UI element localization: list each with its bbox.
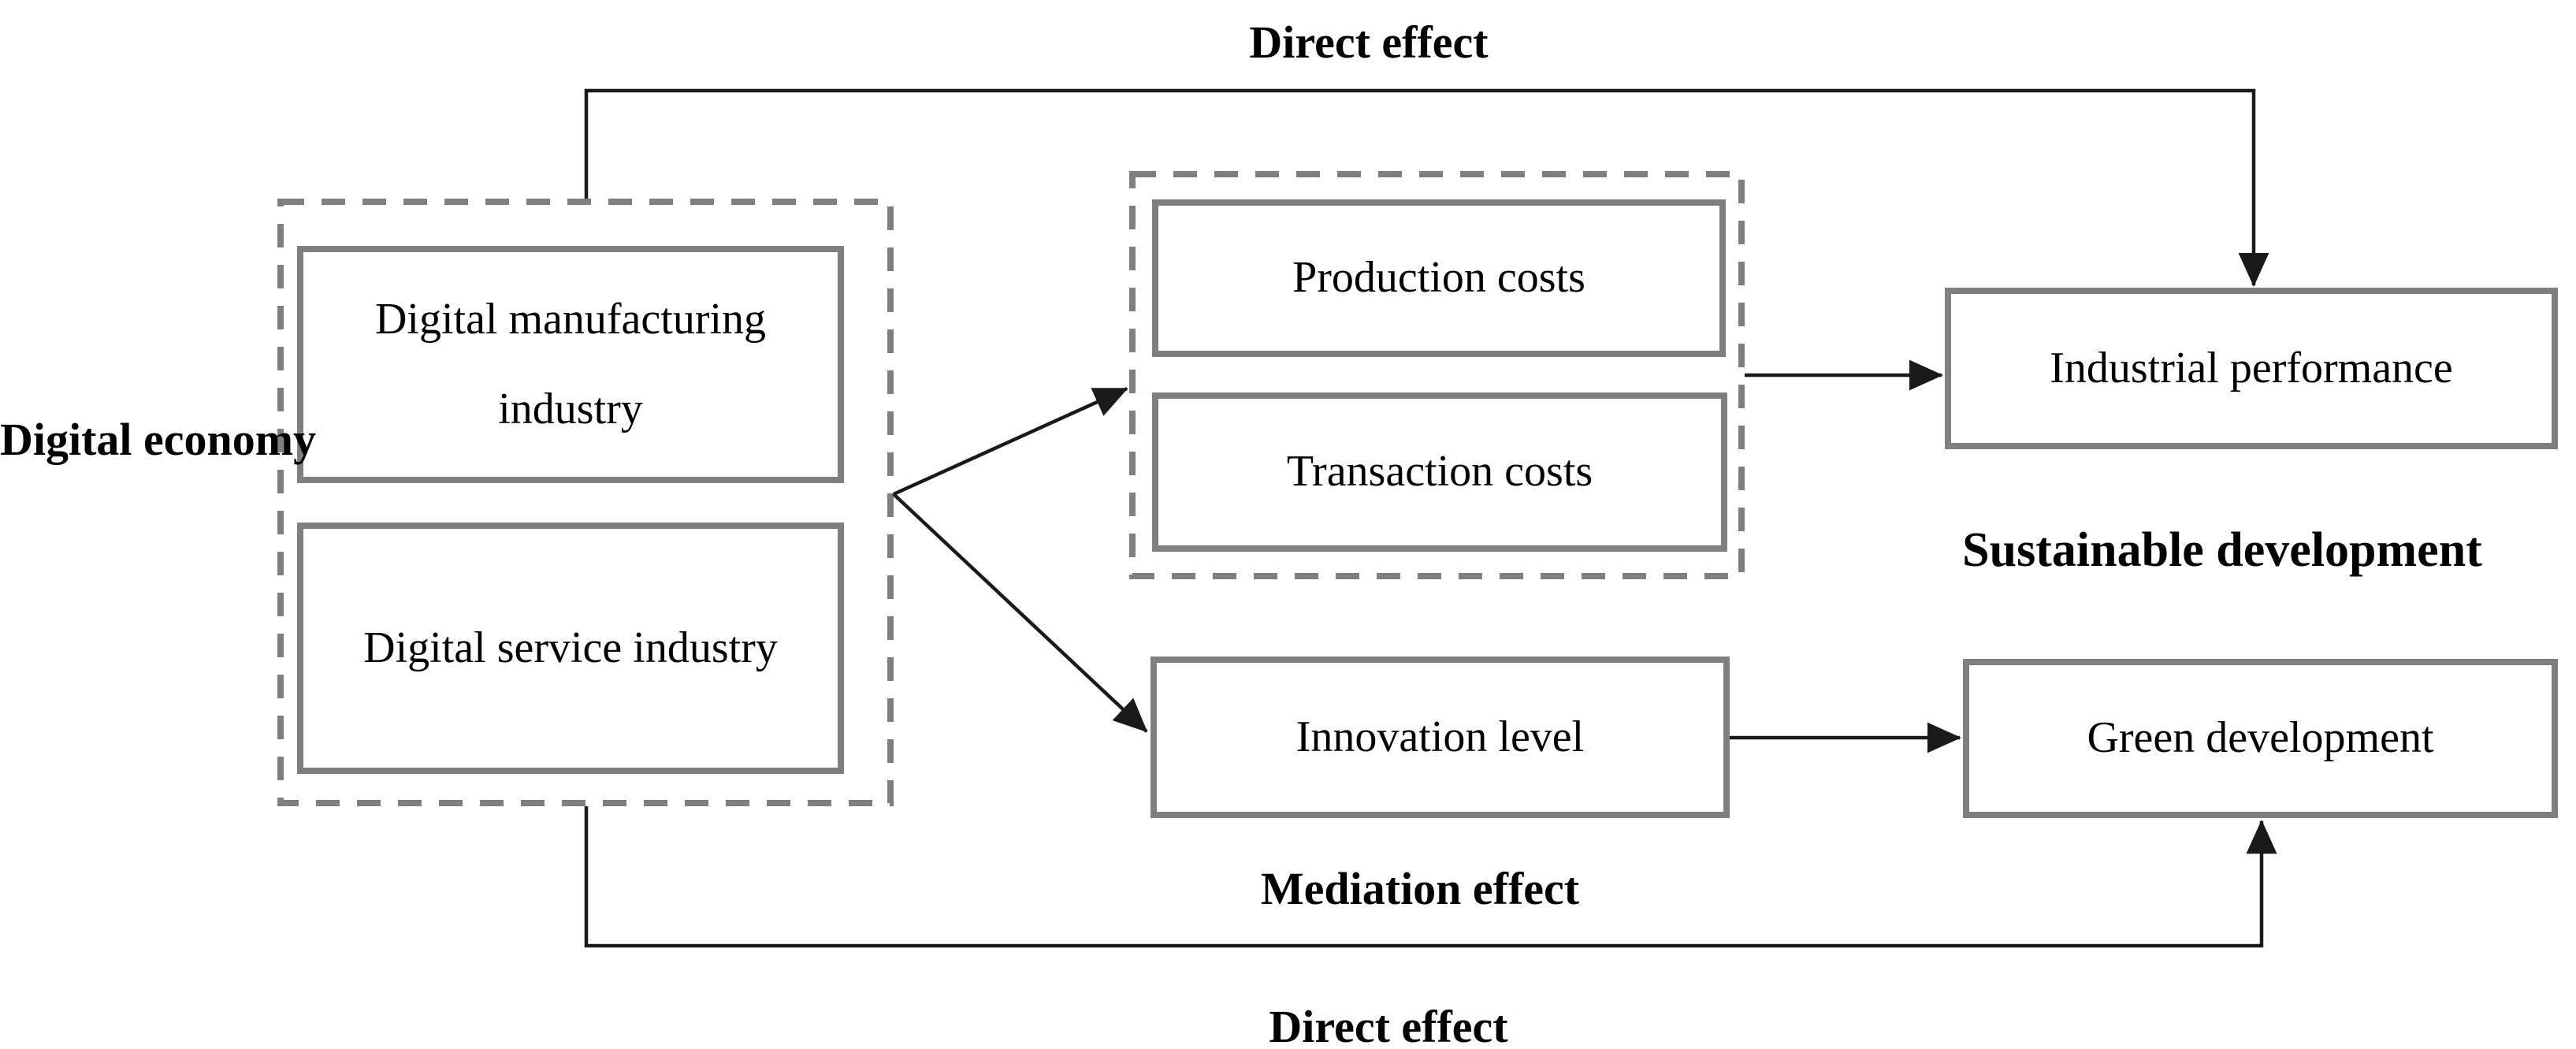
node-production-costs-label: Production costs (1292, 253, 1585, 303)
costs-group-box (1129, 171, 1745, 579)
node-digital-service-label: Digital service industry (363, 623, 778, 672)
node-industrial-performance: Industrial performance (1945, 288, 2558, 449)
label-digital-economy-line1: Digital (0, 414, 132, 465)
label-digital-economy: Digital economy (0, 378, 316, 501)
node-innovation-level: Innovation level (1150, 657, 1730, 818)
arrow-to-innovation-level (892, 493, 1148, 733)
digital-economy-group-box (277, 199, 894, 806)
label-sustainable-development: Sustainable development (1962, 523, 2482, 577)
node-production-costs: Production costs (1152, 199, 1726, 357)
node-digital-service-industry: Digital service industry (297, 523, 844, 774)
label-mediation-effect: Mediation effect (1260, 863, 1580, 914)
label-direct-effect-top: Direct effect (1249, 17, 1489, 68)
node-green-development-label: Green development (2087, 713, 2434, 763)
arrow-direct-effect-top (584, 88, 2269, 287)
label-direct-effect-bottom: Direct effect (1269, 1001, 1508, 1049)
node-digital-manufacturing-label-line1: Digital manufacturing (374, 294, 767, 344)
node-digital-manufacturing-industry: Digital manufacturing industry (297, 246, 844, 483)
arrow-direct-effect-bottom (584, 806, 2277, 948)
arrow-to-costs-group (893, 386, 1128, 497)
node-transaction-costs-label: Transaction costs (1286, 447, 1593, 497)
node-industrial-performance-label: Industrial performance (2050, 343, 2453, 392)
node-green-development: Green development (1963, 659, 2558, 818)
node-digital-manufacturing-label-line2: industry (498, 384, 643, 433)
label-digital-economy-line2: economy (143, 414, 317, 465)
node-transaction-costs: Transaction costs (1152, 392, 1727, 552)
node-innovation-level-label: Innovation level (1295, 712, 1585, 761)
